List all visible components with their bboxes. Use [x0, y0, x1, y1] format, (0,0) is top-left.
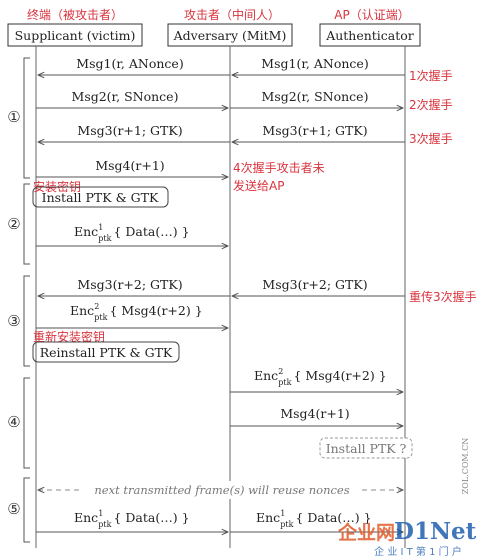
annotation-handshake-3: 3次握手 — [409, 131, 453, 146]
phase-4-marker: ④ — [7, 413, 20, 431]
ap-cn-label: AP（认证端） — [334, 8, 409, 22]
msg3b-left-label: Msg3(r+2; GTK) — [77, 277, 182, 292]
msg1-right-label: Msg1(r, ANonce) — [261, 56, 368, 71]
annotation-handshake-2: 2次握手 — [409, 97, 453, 112]
annotation-handshake-1: 1次握手 — [409, 68, 453, 83]
phase-4-bracket — [23, 377, 30, 469]
victim-label: Supplicant (victim) — [15, 28, 136, 43]
annotation-retransmit: 重传3次握手 — [409, 289, 477, 304]
msg3b-right-label: Msg3(r+2; GTK) — [262, 277, 367, 292]
watermark-subtitle: 企 业 I T 第 1 门 户 — [374, 545, 462, 558]
msg2-left-label: Msg2(r, SNonce) — [72, 89, 179, 104]
mitm-label: Adversary (MitM) — [173, 28, 287, 43]
ap-label: Authenticator — [325, 28, 414, 43]
install-label: Install PTK & GTK — [42, 190, 159, 205]
msg2-right-label: Msg2(r, SNonce) — [262, 89, 369, 104]
phase-1-bracket — [23, 57, 30, 179]
phase-5-marker: ⑤ — [7, 500, 20, 518]
msg3-left-label: Msg3(r+1; GTK) — [77, 123, 182, 138]
watermark-logo-en: D1Net — [394, 518, 477, 545]
annotation-handshake-4-line1: 4次握手攻击者未 — [233, 160, 325, 175]
phase-5-bracket — [23, 477, 30, 543]
install-box — [32, 186, 169, 208]
msg3-right-label: Msg3(r+1; GTK) — [262, 123, 367, 138]
victim-cn-label: 终端（被攻击者） — [27, 7, 123, 22]
victim-box — [7, 23, 143, 47]
install-question-label: Install PTK ? — [326, 441, 407, 456]
zol-watermark: ZOL.COM.CN — [461, 438, 470, 495]
phase-1-marker: ① — [7, 108, 20, 126]
mitm-cn-label: 攻击者（中间人） — [184, 7, 280, 22]
msg4-left-label: Msg4(r+1) — [95, 158, 164, 173]
phase-3-marker: ③ — [7, 312, 20, 330]
annotation-handshake-4-line2: 发送给AP — [233, 178, 284, 193]
msg1-left-label: Msg1(r, ANonce) — [76, 56, 183, 71]
reinstall-label: Reinstall PTK & GTK — [40, 345, 173, 360]
phase-3-bracket — [23, 275, 30, 367]
msg4b-right-label: Msg4(r+1) — [280, 406, 349, 421]
nonce-reuse-note: next transmitted frame(s) will reuse non… — [94, 483, 349, 497]
phase-2-bracket — [23, 183, 30, 265]
d1net-watermark: 企业网 D1Net 企 业 I T 第 1 门 户 — [337, 518, 477, 558]
watermark-logo-cn: 企业网 — [337, 521, 395, 544]
install-question-box — [319, 437, 413, 459]
ap-box — [319, 23, 421, 47]
phase-2-marker: ② — [7, 215, 20, 233]
annotation-reinstall-key: 重新安装密钥 — [33, 329, 105, 344]
reinstall-box — [32, 341, 180, 363]
dashed-note-bg — [82, 481, 362, 499]
